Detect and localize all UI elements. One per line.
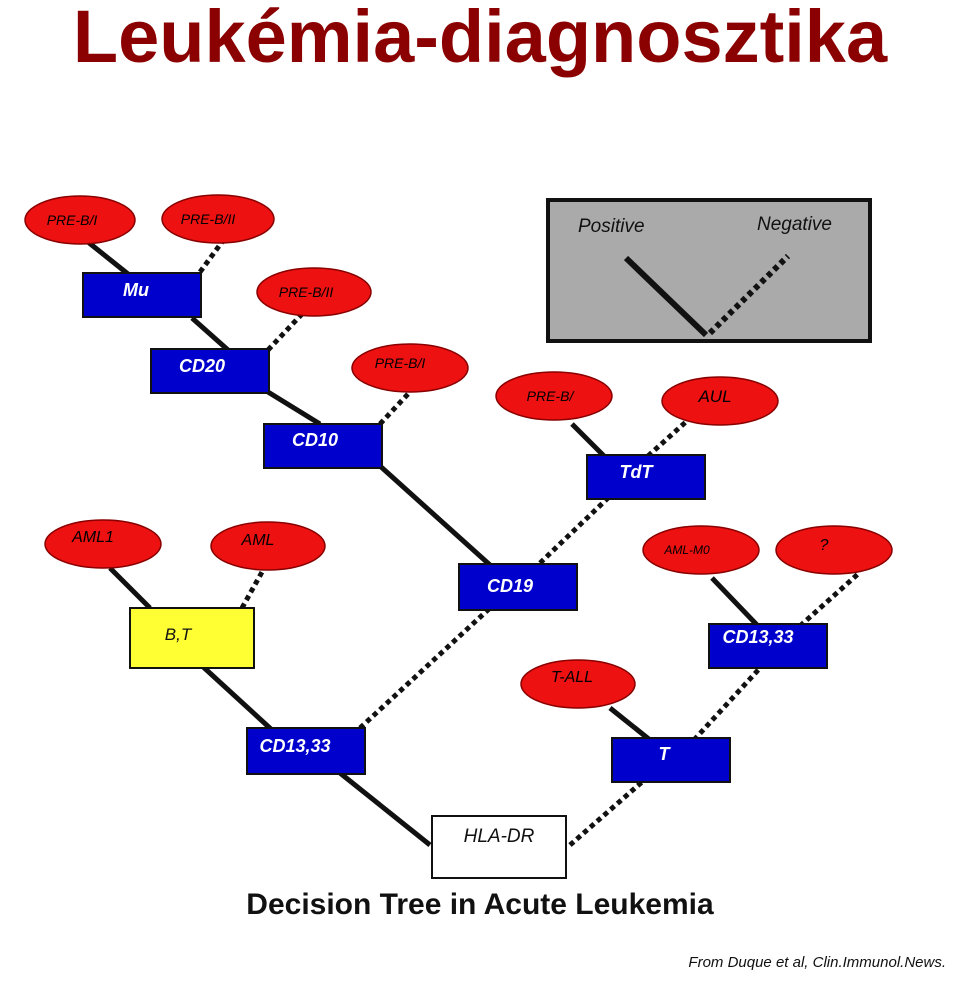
tree-connectors xyxy=(86,240,860,847)
edge-mu-preb-i xyxy=(86,240,130,276)
edge-hla-cd13-left xyxy=(328,763,432,847)
edge-bt-aml xyxy=(239,570,265,610)
page-title: Leukémia-diagnosztika xyxy=(72,0,888,78)
node-cd13-33-left xyxy=(246,727,366,775)
outcome-aml xyxy=(210,521,326,571)
edge-cd20-mu xyxy=(190,316,230,352)
node-t-label: T xyxy=(659,744,672,764)
marker-boxes: HLA-DR CD13,33 B,T CD19 CD10 CD20 Mu TdT… xyxy=(82,272,828,879)
diagram-caption: Decision Tree in Acute Leukemia xyxy=(246,888,714,921)
outcome-preb-ii-1-label: PRE-B/II xyxy=(181,211,236,227)
outcome-t-all xyxy=(520,659,636,709)
outcome-preb-iii xyxy=(256,267,372,317)
outcome-unknown-label: ? xyxy=(820,537,829,554)
outcome-preb-ii-2-label: PRE-B/I xyxy=(375,355,426,371)
legend-positive-label: Positive xyxy=(578,216,645,237)
outcome-preb-ii-2 xyxy=(351,343,469,393)
node-cd20 xyxy=(150,348,270,394)
outcome-preb-label: PRE-B/ xyxy=(527,388,576,404)
node-mu-label: Mu xyxy=(123,280,149,300)
edge-t-cd13-right xyxy=(692,666,762,742)
edge-cd13-amlm0 xyxy=(710,576,760,628)
edge-cd13-bt xyxy=(198,662,274,732)
legend-negative-label: Negative xyxy=(757,214,832,235)
node-cd13-33-left-label: CD13,33 xyxy=(259,736,330,756)
legend-negative-line xyxy=(707,253,791,336)
node-hla-dr-label: HLA-DR xyxy=(464,826,535,847)
node-cd19-label: CD19 xyxy=(487,576,533,596)
legend: Positive Negative xyxy=(546,198,872,343)
node-bt-label: B,T xyxy=(165,625,193,644)
node-cd19 xyxy=(458,563,578,611)
outcome-aml-m0 xyxy=(642,525,760,575)
node-hla-dr xyxy=(431,815,567,879)
node-t xyxy=(611,737,731,783)
node-cd13-33-right-label: CD13,33 xyxy=(722,627,793,647)
outcome-aul xyxy=(661,376,779,426)
edge-cd19-cd10 xyxy=(378,464,492,567)
outcome-preb-iii-label: PRE-B/II xyxy=(279,284,334,300)
node-bt xyxy=(129,607,255,669)
legend-positive-line xyxy=(623,255,709,338)
edge-mu-preb-ii xyxy=(197,240,225,274)
node-mu xyxy=(82,272,202,318)
node-cd10-label: CD10 xyxy=(292,430,338,450)
outcome-unknown xyxy=(775,525,893,575)
outcome-preb-i-1 xyxy=(24,195,136,245)
node-cd10 xyxy=(263,423,383,469)
edge-tdt-preb xyxy=(570,422,606,458)
outcome-preb xyxy=(495,371,613,421)
outcome-ellipses: PRE-B/I PRE-B/II PRE-B/II PRE-B/I PRE-B/… xyxy=(24,194,893,709)
outcome-t-all-label: T-ALL xyxy=(551,669,593,686)
edge-hla-t xyxy=(568,773,652,847)
legend-box xyxy=(546,198,872,343)
outcome-preb-i-1-label: PRE-B/I xyxy=(47,212,98,228)
edge-bt-aml1 xyxy=(108,566,152,610)
outcome-aml1 xyxy=(44,519,162,569)
edge-tdt-aul xyxy=(646,418,690,458)
node-cd13-33-right xyxy=(708,623,828,669)
edge-cd13-unknown xyxy=(798,572,860,628)
outcome-aml1-label: AML1 xyxy=(71,529,114,546)
edge-t-tall xyxy=(608,706,652,742)
outcome-preb-ii-1 xyxy=(161,194,275,244)
edge-cd10-cd20 xyxy=(266,389,322,427)
outcome-aml-m0-label: AML-M0 xyxy=(663,543,710,557)
edge-cd13-cd19 xyxy=(358,606,492,730)
node-cd20-label: CD20 xyxy=(179,356,225,376)
node-tdt-label: TdT xyxy=(620,462,655,482)
edge-cd10-preb2 xyxy=(378,392,410,426)
node-tdt xyxy=(586,454,706,500)
outcome-aml-label: AML xyxy=(241,532,275,549)
outcome-aul-label: AUL xyxy=(697,387,731,406)
source-citation: From Duque et al, Clin.Immunol.News. xyxy=(688,954,946,971)
edge-cd20-preb3 xyxy=(266,312,304,352)
edge-cd19-tdt xyxy=(538,496,610,565)
